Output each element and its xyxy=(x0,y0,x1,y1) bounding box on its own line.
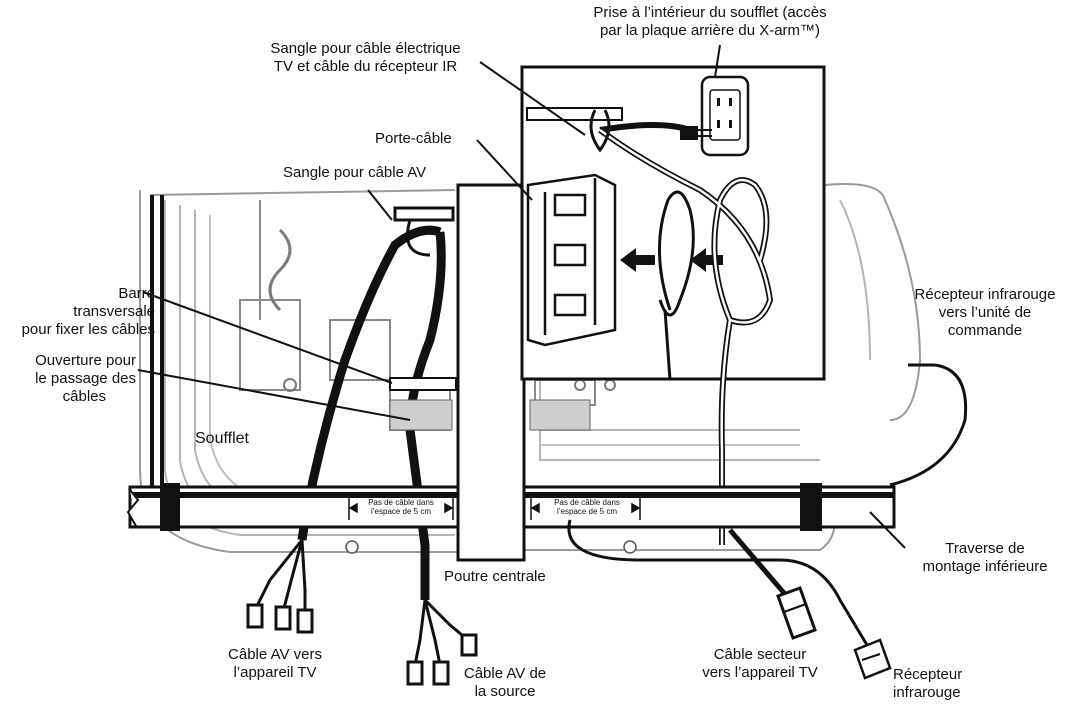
gap-note-right-line1: Pas de câble dans xyxy=(554,498,620,507)
opening-label-line2: le passage des xyxy=(35,370,136,387)
ir-receiver-icon xyxy=(853,638,892,680)
cable-opening-right xyxy=(529,399,591,431)
ir-to-control-label-line2: vers l’unité de xyxy=(938,304,1032,321)
outlet-label-line2: par la plaque arrière du X-arm™) xyxy=(599,22,821,39)
power-strap-label-line1: Sangle pour câble électrique xyxy=(270,40,461,57)
power-to-tv-label-line1: Câble secteur xyxy=(713,646,807,663)
av-to-tv-label-line1: Câble AV vers xyxy=(228,646,322,663)
ir-receiver-label-line1: Récepteur xyxy=(893,666,963,683)
av-strap xyxy=(393,206,455,257)
lower-rail-label-line1: Traverse de xyxy=(945,540,1025,557)
center-beam-shape xyxy=(456,183,526,562)
rca-plugs-from-source-icon xyxy=(406,598,478,686)
arrow-left-icon xyxy=(620,248,723,272)
center-beam-label: Poutre centrale xyxy=(444,568,546,585)
rca-plugs-to-tv-icon xyxy=(246,539,314,634)
av-cable-to-tv xyxy=(297,225,442,541)
gap-note-right: Pas de câble dans l’espace de 5 cm xyxy=(540,498,634,516)
bolt-icons xyxy=(345,540,637,554)
cable-holder-label: Porte-câble xyxy=(375,130,452,147)
power-cable-tail xyxy=(728,528,792,602)
outlet-label-line1: Prise à l’intérieur du soufflet (accès xyxy=(593,4,827,21)
lower-rail-label: Traverse de montage inférieure xyxy=(905,540,1065,576)
outlet-icon xyxy=(700,75,750,157)
av-from-source-label-line1: Câble AV de xyxy=(463,665,547,682)
opening-label-line1: Ouverture pour xyxy=(35,352,136,369)
cable-holder-bracket xyxy=(526,173,617,347)
gap-note-right-line2: l’espace de 5 cm xyxy=(556,507,618,516)
ir-to-control-label-line1: Récepteur infrarouge xyxy=(914,286,1056,303)
outlet-label: Prise à l’intérieur du soufflet (accès p… xyxy=(540,4,880,40)
leader-lines xyxy=(137,44,906,549)
ir-receiver-cable xyxy=(567,363,968,651)
power-strap-label-line2: TV et câble du récepteur IR xyxy=(273,58,458,75)
ir-to-control-label: Récepteur infrarouge vers l’unité de com… xyxy=(905,286,1065,340)
lower-rail-label-line2: montage inférieure xyxy=(922,558,1048,575)
av-to-tv-label: Câble AV vers l’appareil TV xyxy=(200,646,350,682)
gap-note-left-line2: l’espace de 5 cm xyxy=(370,507,432,516)
power-to-tv-label-line2: vers l’appareil TV xyxy=(702,664,818,681)
power-strap xyxy=(589,109,611,153)
ir-receiver-label-line2: infrarouge xyxy=(893,684,961,701)
power-strap-label: Sangle pour câble électrique TV et câble… xyxy=(243,40,488,76)
av-from-source-label: Câble AV de la source xyxy=(445,665,565,701)
power-plug-end-icon xyxy=(776,586,817,640)
lower-mounting-rail xyxy=(126,483,896,531)
av-strap-label: Sangle pour câble AV xyxy=(283,164,427,181)
ir-receiver-label: Récepteur infrarouge xyxy=(893,666,962,702)
bellows-label: Soufflet xyxy=(195,430,249,447)
crossbar-label-line3: pour fixer les câbles xyxy=(21,321,155,338)
cable-crossbar xyxy=(389,377,457,391)
ir-to-control-label-line3: commande xyxy=(947,322,1023,339)
gap-note-left: Pas de câble dans l’espace de 5 cm xyxy=(356,498,446,516)
opening-label: Ouverture pour le passage des câbles xyxy=(10,352,136,406)
crossbar-label: Barre transversale pour fixer les câbles xyxy=(10,285,155,339)
crossbar-label-line1: Barre xyxy=(118,285,155,302)
power-to-tv-label: Câble secteur vers l’appareil TV xyxy=(680,646,840,682)
gap-indicator-right xyxy=(530,496,641,520)
power-cord-coil-inner xyxy=(599,128,772,545)
crossbar-label-line2: transversale xyxy=(73,303,155,320)
left-cable xyxy=(150,195,164,520)
opening-label-line3: câbles xyxy=(62,388,106,405)
av-from-source-label-line2: la source xyxy=(474,683,536,700)
gap-indicator-left xyxy=(348,496,454,520)
ir-coil xyxy=(657,190,695,381)
cable-opening xyxy=(389,399,453,431)
gap-note-left-line1: Pas de câble dans xyxy=(368,498,434,507)
av-to-tv-label-line2: l’appareil TV xyxy=(233,664,317,681)
